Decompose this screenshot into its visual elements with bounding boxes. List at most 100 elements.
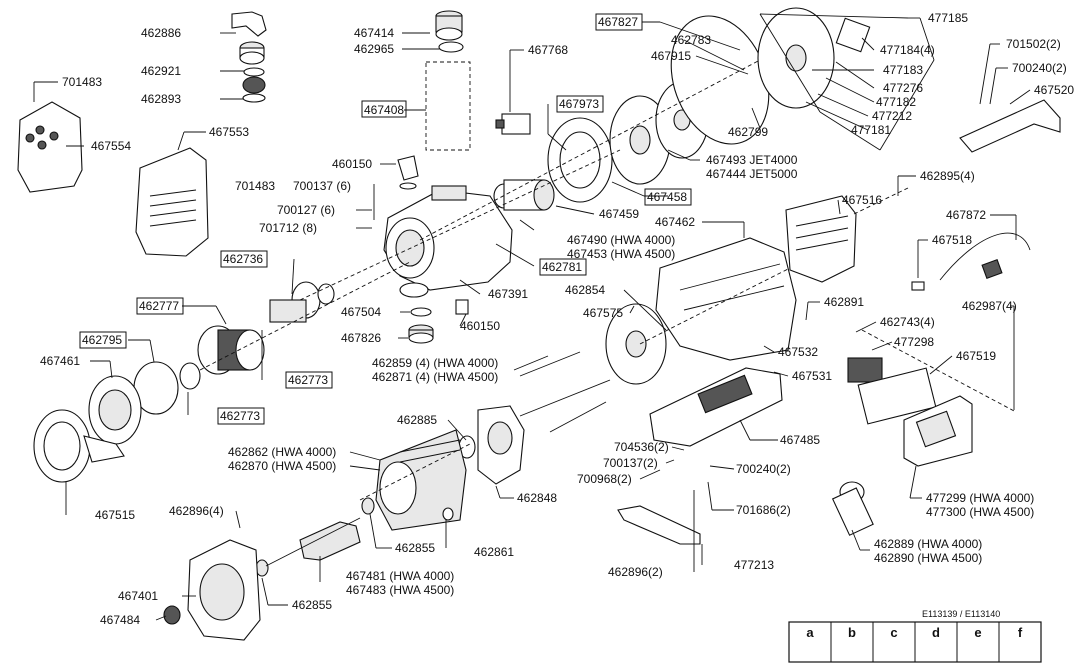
label-467518: 467518 xyxy=(932,233,972,247)
label-477299: 477299 (HWA 4000) xyxy=(926,491,1034,505)
pump-body-part xyxy=(383,185,513,298)
label-462773-b: 462773 xyxy=(220,409,260,423)
rear-grille-part xyxy=(785,195,857,283)
label-467483: 467483 (HWA 4500) xyxy=(346,583,454,597)
label-467575: 467575 xyxy=(583,306,623,320)
shroud-part xyxy=(135,147,209,257)
label-462896-b: 462896(2) xyxy=(608,565,663,579)
drawing-code: E113139 / E113140 xyxy=(922,609,1000,619)
label-462783: 462783 xyxy=(671,33,711,47)
motor-housing-part xyxy=(655,237,797,361)
label-467493: 467493 JET4000 xyxy=(706,153,798,167)
label-701686: 701686(2) xyxy=(736,503,791,517)
label-467408: 467408 xyxy=(364,103,404,117)
label-467553: 467553 xyxy=(209,125,249,139)
label-467485: 467485 xyxy=(780,433,820,447)
label-462987: 462987(4) xyxy=(962,299,1017,313)
bearing-plate-part xyxy=(477,405,525,485)
part-drawings xyxy=(17,7,1061,641)
label-462736: 462736 xyxy=(223,252,263,266)
label-462799: 462799 xyxy=(728,125,768,139)
label-462921: 462921 xyxy=(141,64,181,78)
fan-part xyxy=(605,303,667,385)
label-462855-b: 462855 xyxy=(292,598,332,612)
label-467459: 467459 xyxy=(599,207,639,221)
label-701483: 701483 xyxy=(62,75,102,89)
label-701483-b: 701483 xyxy=(235,179,275,193)
label-462870: 462870 (HWA 4500) xyxy=(228,459,336,473)
label-462891: 462891 xyxy=(824,295,864,309)
label-462893: 462893 xyxy=(141,92,181,106)
label-467826: 467826 xyxy=(341,331,381,345)
label-467531: 467531 xyxy=(792,369,832,383)
control-unit-part xyxy=(649,367,783,447)
label-467973: 467973 xyxy=(559,97,599,111)
control-panel-part xyxy=(903,395,973,467)
label-467484: 467484 xyxy=(100,613,140,627)
label-467554: 467554 xyxy=(91,139,131,153)
filter-part xyxy=(197,325,265,375)
diffuser-ring-part xyxy=(547,117,613,203)
label-467519: 467519 xyxy=(956,349,996,363)
label-477184: 477184(4) xyxy=(880,43,935,57)
label-462886: 462886 xyxy=(141,26,181,40)
label-467490: 467490 (HWA 4000) xyxy=(567,233,675,247)
stator-part xyxy=(375,429,467,531)
label-460150-a: 460150 xyxy=(332,157,372,171)
label-462859: 462859 (4) (HWA 4000) xyxy=(372,356,498,370)
label-467414: 467414 xyxy=(354,26,394,40)
label-467504: 467504 xyxy=(341,305,381,319)
label-462965: 462965 xyxy=(354,42,394,56)
label-467461: 467461 xyxy=(40,354,80,368)
label-462895: 462895(4) xyxy=(920,169,975,183)
column-d: d xyxy=(932,625,940,640)
filter-lid-part xyxy=(33,409,125,483)
label-704536: 704536(2) xyxy=(614,440,669,454)
label-700240-a: 700240(2) xyxy=(1012,61,1067,75)
label-700968: 700968(2) xyxy=(577,472,632,486)
label-467444: 467444 JET5000 xyxy=(706,167,798,181)
part-labels: 462886 462921 462893 701483 467554 46755… xyxy=(40,11,1074,627)
label-700137-b: 700137(2) xyxy=(603,456,658,470)
label-477185: 477185 xyxy=(928,11,968,25)
label-477213: 477213 xyxy=(734,558,774,572)
label-462781: 462781 xyxy=(542,260,582,274)
label-462777: 462777 xyxy=(139,299,179,313)
label-462854: 462854 xyxy=(565,283,605,297)
label-700137-a: 700137 (6) xyxy=(293,179,351,193)
leader-lines xyxy=(33,13,1031,621)
cap-part xyxy=(435,10,464,53)
end-cover-part xyxy=(17,101,83,193)
label-467520: 467520 xyxy=(1034,83,1074,97)
label-462885: 462885 xyxy=(397,413,437,427)
label-462848: 462848 xyxy=(517,491,557,505)
label-462889: 462889 (HWA 4000) xyxy=(874,537,982,551)
label-462871: 462871 (4) (HWA 4500) xyxy=(372,370,498,384)
filter-cap-part xyxy=(88,375,142,445)
label-467515: 467515 xyxy=(95,508,135,522)
label-462861: 462861 xyxy=(474,545,514,559)
label-477183: 477183 xyxy=(883,63,923,77)
label-467458: 467458 xyxy=(647,190,687,204)
label-700127: 700127 (6) xyxy=(277,203,335,217)
label-467768: 467768 xyxy=(528,43,568,57)
label-467516: 467516 xyxy=(842,193,882,207)
label-462890: 462890 (HWA 4500) xyxy=(874,551,982,565)
label-701502: 701502(2) xyxy=(1006,37,1061,51)
column-a: a xyxy=(806,625,814,640)
label-467401: 467401 xyxy=(118,589,158,603)
rotor-part xyxy=(265,517,361,567)
end-shield-part xyxy=(187,539,261,641)
label-467915: 467915 xyxy=(651,49,691,63)
label-462896-a: 462896(4) xyxy=(169,504,224,518)
label-477182: 477182 xyxy=(876,95,916,109)
label-701712: 701712 (8) xyxy=(259,221,317,235)
label-462795: 462795 xyxy=(82,333,122,347)
hose-elbow-part xyxy=(231,11,267,103)
label-467827: 467827 xyxy=(598,15,638,29)
cover-plate-part xyxy=(757,7,871,109)
label-462773-a: 462773 xyxy=(288,373,328,387)
label-477212: 477212 xyxy=(872,109,912,123)
column-f: f xyxy=(1018,625,1023,640)
